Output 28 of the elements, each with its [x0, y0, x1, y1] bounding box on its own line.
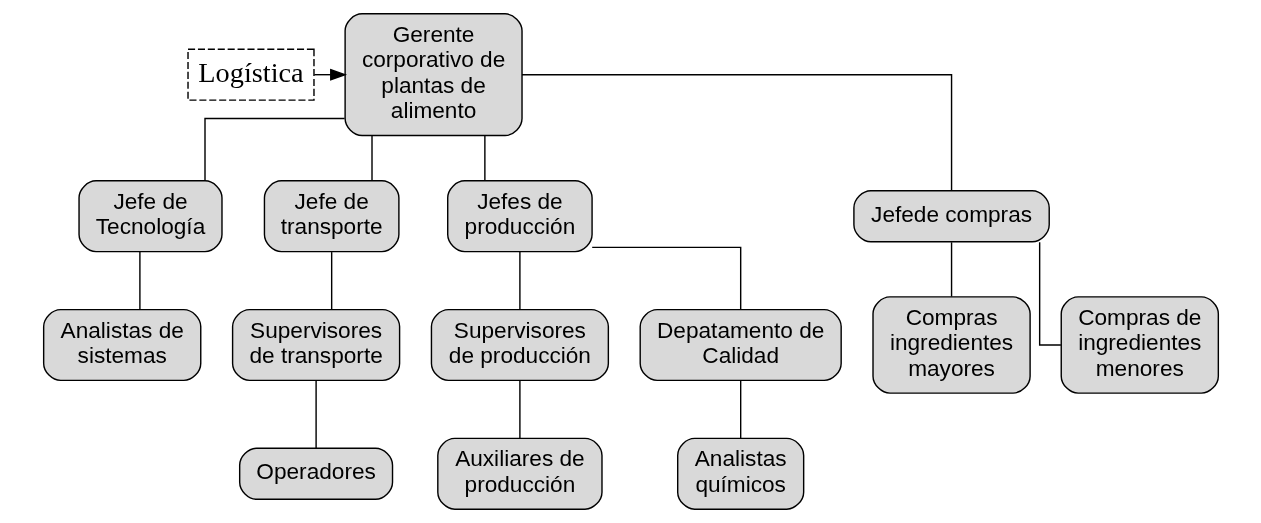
connector: [138, 251, 141, 311]
node-box: Compras de ingredientes menores: [1060, 296, 1219, 394]
node-box: Jefede compras: [852, 190, 1050, 243]
node-box: Auxiliares de producción: [436, 437, 603, 510]
connector: [330, 251, 332, 311]
node-box: Jefes de producción: [446, 180, 593, 253]
connector: [314, 380, 317, 449]
connector: [591, 246, 741, 310]
node-box: Depatamento de Calidad: [639, 308, 842, 382]
connector: [518, 251, 521, 311]
node-box: Analistas de sistemas: [42, 308, 201, 382]
node-box: Supervisores de producción: [430, 308, 609, 382]
connector: [739, 380, 741, 439]
node-box: Compras ingredientes mayores: [871, 296, 1031, 394]
connector: [203, 117, 345, 182]
node-box: Jefe de transporte: [263, 180, 400, 253]
connector: [483, 135, 486, 182]
node-box: Jefe de Tecnología: [77, 180, 223, 253]
node-box: Operadores: [238, 447, 393, 500]
node-box: Logística: [186, 48, 315, 101]
connector: [370, 135, 373, 182]
connector: [1038, 241, 1062, 346]
connector: [518, 380, 521, 439]
node-box: Analistas químicos: [676, 437, 804, 510]
connector: [950, 241, 952, 298]
node-box: Supervisores de transporte: [231, 308, 400, 382]
node-box: Gerente corporativo de plantas de alimento: [343, 13, 523, 137]
connector: [520, 73, 952, 191]
